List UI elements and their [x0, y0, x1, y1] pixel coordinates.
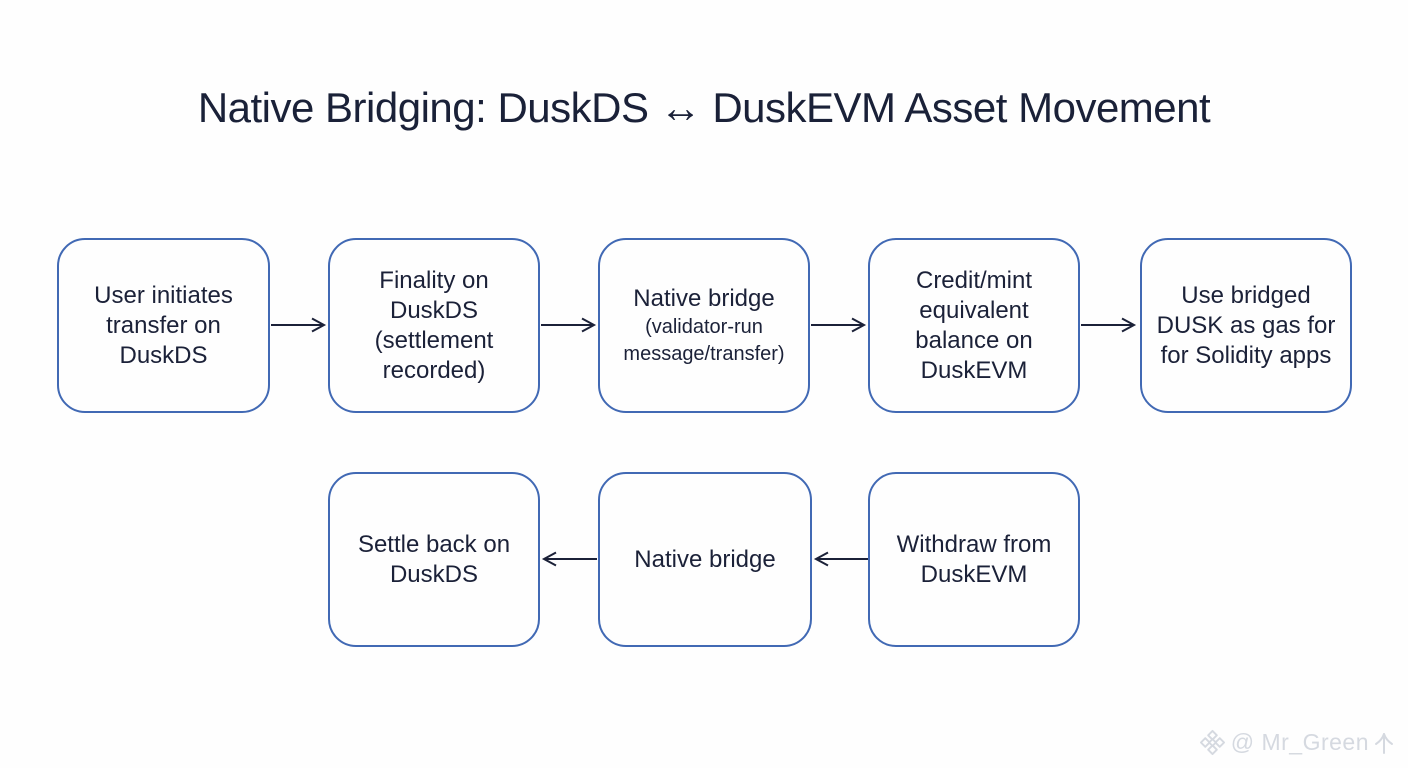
arrow-left-icon [813, 551, 869, 567]
box-subline: (validator-run [645, 315, 763, 338]
arrow-right-icon [1081, 317, 1137, 333]
box-line: Finality on [379, 266, 489, 294]
flow-box-label: Settle back on DuskDS [358, 530, 510, 590]
box-line: DuskEVM [920, 356, 1028, 384]
flow-box-user-initiates: User initiates transfer on DuskDS [57, 238, 270, 413]
box-line: DUSK as gas for [1156, 311, 1336, 339]
box-line: (settlement [374, 326, 494, 354]
flow-box-label: Credit/mint equivalent balance on DuskEV… [915, 266, 1032, 386]
person-glyph-icon [1375, 732, 1393, 754]
box-line: DuskEVM [920, 560, 1028, 588]
box-line: DuskDS [119, 341, 208, 369]
box-subline: message/transfer) [623, 342, 785, 365]
gem-icon [1199, 729, 1225, 756]
arrow-right-icon [541, 317, 597, 333]
box-line: User initiates [94, 281, 233, 309]
box-line: DuskDS [389, 560, 478, 588]
flow-box-settle-back: Settle back on DuskDS [328, 472, 540, 647]
flow-box-use-bridged: Use bridged DUSK as gas for for Solidity… [1140, 238, 1352, 413]
box-line: equivalent [919, 296, 1029, 324]
flow-box-native-bridge-forward: Native bridge (validator-run message/tra… [598, 238, 810, 413]
arrow-right-icon [811, 317, 867, 333]
arrow-left-icon [541, 551, 597, 567]
flow-box-label: Native bridge [634, 545, 775, 575]
box-line: DuskDS [389, 296, 479, 324]
flow-box-credit-mint: Credit/mint equivalent balance on DuskEV… [868, 238, 1080, 413]
box-line: balance on [915, 326, 1033, 354]
box-line: Credit/mint [915, 266, 1033, 294]
box-line: Native bridge [633, 284, 775, 312]
page-title: Native Bridging: DuskDS ↔ DuskEVM Asset … [197, 84, 1211, 131]
flow-box-label: Withdraw from DuskEVM [897, 530, 1052, 590]
flow-box-label: Use bridged DUSK as gas for for Solidity… [1157, 281, 1336, 371]
flow-box-label: Native bridge (validator-run message/tra… [623, 284, 784, 368]
watermark-handle: @ Mr_Green [1230, 729, 1369, 755]
box-line: Native bridge [634, 545, 776, 573]
watermark: @ Mr_Green [1199, 729, 1394, 756]
flow-box-label: Finality on DuskDS (settlement recorded) [375, 266, 494, 386]
flow-box-label: User initiates transfer on DuskDS [94, 281, 233, 371]
flow-box-native-bridge-return: Native bridge [598, 472, 812, 647]
box-line: Settle back on [357, 530, 511, 558]
box-line: for Solidity apps [1160, 341, 1332, 369]
box-line: transfer on [106, 311, 221, 339]
box-line: Use bridged [1181, 281, 1311, 309]
box-line: recorded) [382, 356, 486, 384]
arrow-right-icon [271, 317, 327, 333]
flow-box-finality: Finality on DuskDS (settlement recorded) [328, 238, 540, 413]
flow-box-withdraw: Withdraw from DuskEVM [868, 472, 1080, 647]
box-line: Withdraw from [896, 530, 1052, 558]
